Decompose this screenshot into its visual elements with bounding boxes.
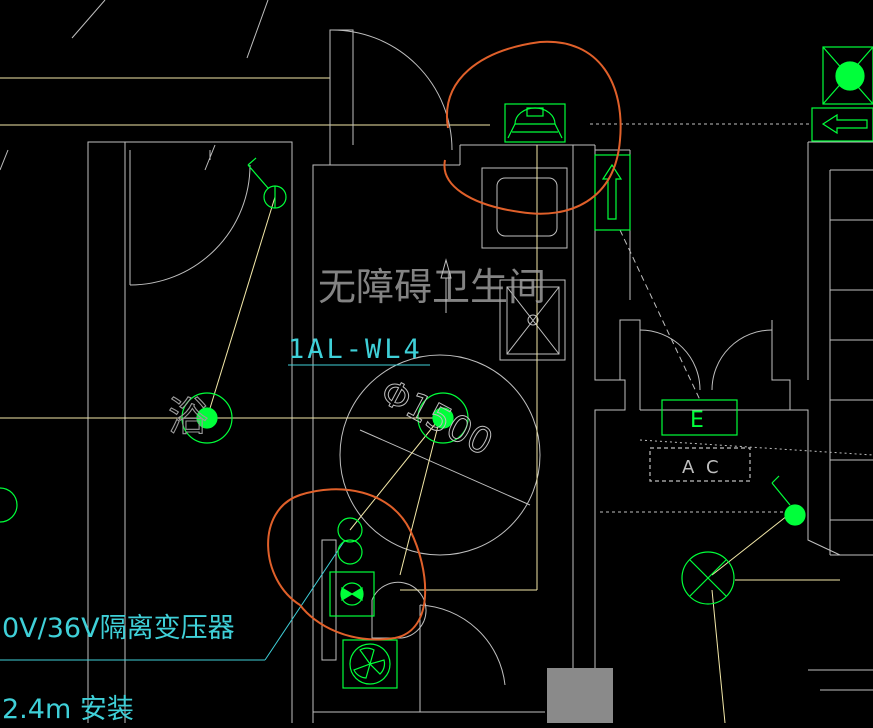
lamp-center-icon xyxy=(417,392,469,444)
exit-sign-label: E xyxy=(690,408,704,433)
exhaust-fan-icon xyxy=(342,639,398,689)
wheelchair-turning-circle xyxy=(339,354,541,556)
alarm-bell-icon xyxy=(504,103,566,143)
cyan-leaders xyxy=(0,364,430,661)
orange-circle-top xyxy=(443,40,622,215)
transformer-coil-upper-icon xyxy=(337,517,363,543)
lamp-left-dot-icon xyxy=(196,407,218,429)
top-right-fan-icon xyxy=(822,46,873,105)
exit-sign-box xyxy=(661,399,738,436)
lamp-center-dot-icon xyxy=(432,407,454,429)
lamp-left-icon xyxy=(181,392,233,444)
bath-label: 浴 xyxy=(168,394,208,440)
install-height-label: 2.4m 安装 xyxy=(2,694,134,723)
orange-circle-bottom xyxy=(267,488,427,641)
lamp-edge-icon xyxy=(0,487,18,523)
wiring-yellow xyxy=(0,145,840,724)
arrow-left-icon xyxy=(811,107,873,142)
ac-unit-label: A C xyxy=(682,457,722,478)
emergency-light-box-icon xyxy=(329,571,375,617)
switch-top-icon xyxy=(247,157,287,209)
north-arrow-icon xyxy=(440,258,452,313)
transformer-label: 0V/36V隔离变压器 xyxy=(2,613,235,644)
transformer-coil-lower-icon xyxy=(337,539,363,565)
arrow-up-icon xyxy=(594,154,631,231)
column-block xyxy=(547,668,613,723)
ceiling-light-crossed-icon xyxy=(681,551,735,605)
switch-right-icon xyxy=(771,475,806,526)
ac-unit-box xyxy=(649,447,751,482)
room-name-label: 无障碍卫生间 xyxy=(318,265,546,309)
circuit-label: 1AL-WL4 xyxy=(288,334,423,365)
orange-annotations xyxy=(267,40,622,641)
devices xyxy=(0,46,873,689)
